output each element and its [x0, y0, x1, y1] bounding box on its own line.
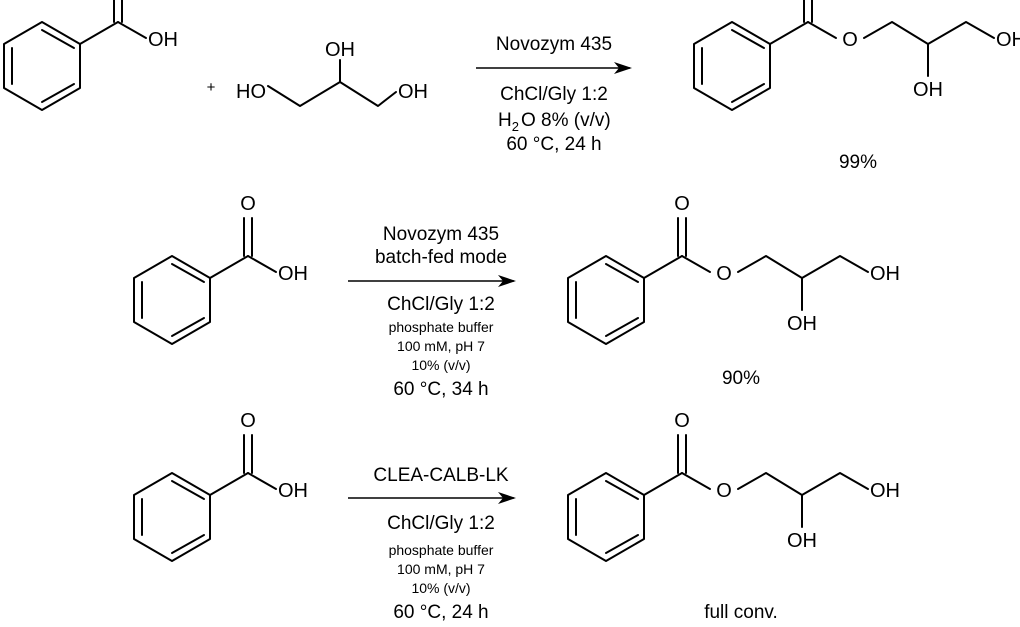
atom-label-ho: HO [236, 81, 266, 103]
yield-label: 99% [839, 152, 877, 173]
product-structure: O O OH OH [694, 0, 1020, 110]
catalyst-label: Novozym 435 [383, 224, 499, 245]
atom-label-oh: OH [870, 263, 900, 285]
atom-label-oh: OH [278, 263, 308, 285]
solvent-label: ChCl/Gly 1:2 [387, 294, 495, 315]
buffer-conc-label: 100 mM, pH 7 [397, 338, 485, 354]
atom-label-o: O [240, 410, 256, 432]
buffer-volume-label: 10% (v/v) [411, 580, 470, 596]
reaction-3: O OH CLEA-CALB-LK ChCl/Gly 1:2 phosphate… [134, 410, 900, 623]
atom-label-ester-o: O [716, 480, 732, 502]
atom-label-o: O [674, 410, 690, 432]
product-structure: O O OH OH [568, 410, 900, 561]
plus-sign: + [207, 79, 216, 96]
atom-label-oh: OH [148, 29, 178, 51]
solvent-label: ChCl/Gly 1:2 [387, 513, 495, 534]
reaction-arrow [476, 62, 632, 74]
atom-label-oh: OH [787, 530, 817, 552]
conversion-label: full conv. [704, 602, 778, 623]
buffer-label: phosphate buffer [389, 319, 494, 335]
buffer-conc-label: 100 mM, pH 7 [397, 561, 485, 577]
atom-label-o: O [240, 193, 256, 215]
catalyst-label: Novozym 435 [496, 34, 612, 55]
atom-label-ester-o: O [716, 263, 732, 285]
atom-label-o: O [674, 193, 690, 215]
benzoic-acid-structure: O OH [134, 410, 308, 561]
atom-label-oh: OH [996, 29, 1020, 51]
atom-label-oh: OH [398, 81, 428, 103]
reaction-arrow [348, 275, 516, 287]
benzoic-acid-structure: O OH [4, 0, 178, 110]
product-structure: O O OH OH [568, 193, 900, 344]
temperature-time-label: 60 °C, 24 h [393, 602, 488, 623]
solvent-label: ChCl/Gly 1:2 [500, 84, 608, 105]
atom-label-oh: OH [870, 480, 900, 502]
buffer-label: phosphate buffer [389, 542, 494, 558]
yield-label: 90% [722, 368, 760, 389]
atom-label-oh: OH [278, 480, 308, 502]
glycerol-structure: OH HO OH [236, 39, 428, 107]
atom-label-oh: OH [325, 39, 355, 61]
atom-label-oh: OH [913, 79, 943, 101]
temperature-time-label: 60 °C, 34 h [393, 379, 488, 400]
benzoic-acid-structure: O OH [134, 193, 308, 344]
reaction-1: O OH + OH HO OH Novozym 435 ChCl/Gly 1:2… [4, 0, 1020, 173]
atom-label-ester-o: O [842, 29, 858, 51]
buffer-volume-label: 10% (v/v) [411, 357, 470, 373]
atom-label-oh: OH [787, 313, 817, 335]
mode-label: batch-fed mode [375, 247, 507, 268]
temperature-time-label: 60 °C, 24 h [506, 134, 601, 155]
reaction-arrow [348, 492, 516, 504]
reaction-2: O OH Novozym 435 batch-fed mode ChCl/Gly… [134, 193, 900, 400]
catalyst-label: CLEA-CALB-LK [373, 465, 508, 486]
